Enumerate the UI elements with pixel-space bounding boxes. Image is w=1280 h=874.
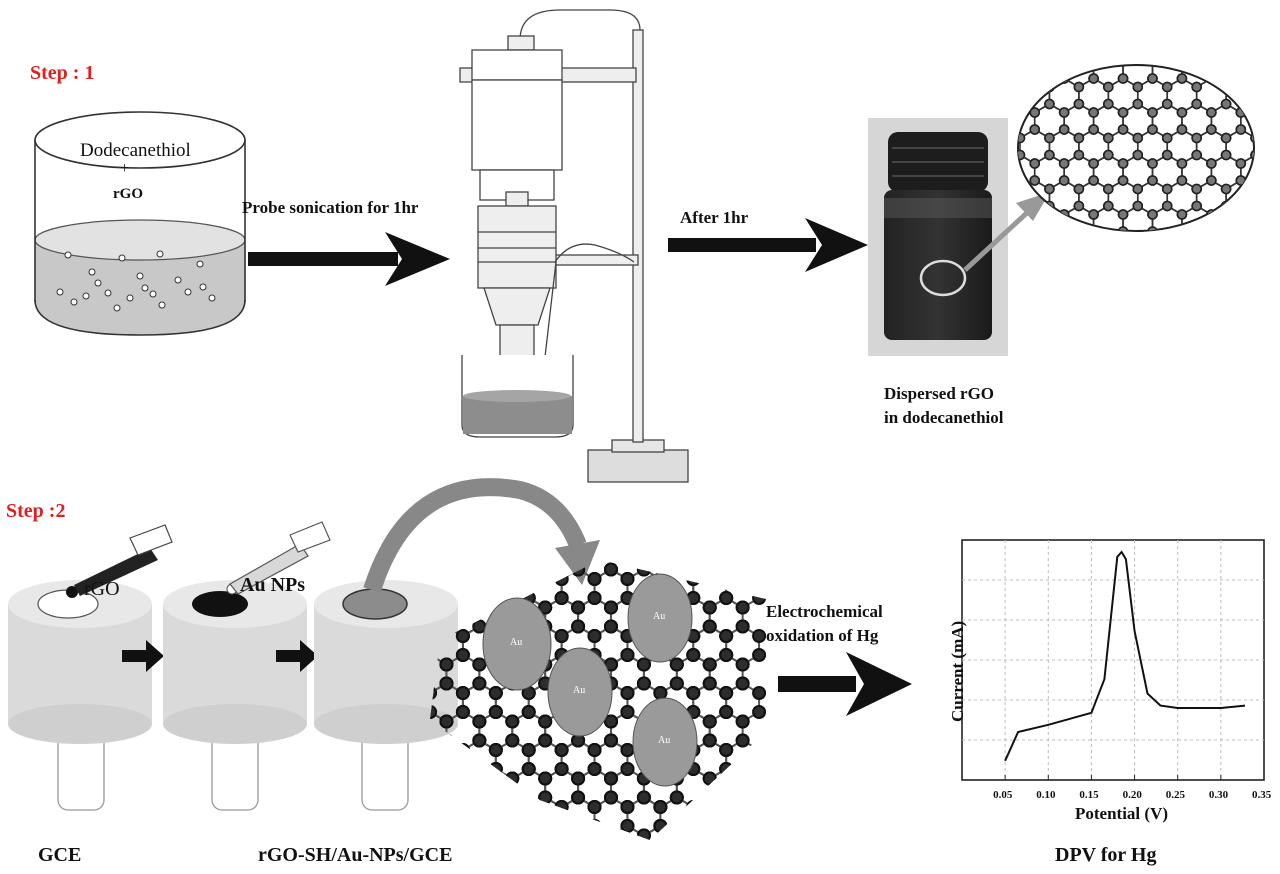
vial-photo: [868, 118, 1008, 356]
dropper-rgo: [74, 524, 173, 596]
beaker-plus: +: [120, 160, 130, 177]
x-tick-label: 0.20: [1122, 789, 1142, 801]
electrode2-drop-label: Au NPs: [240, 574, 306, 596]
au-label: Au: [658, 735, 671, 746]
dropper-au-nps: [229, 521, 331, 595]
magnify-circle: [919, 259, 967, 297]
x-tick-label: 0.05: [993, 789, 1013, 801]
rgo-suspension: [35, 240, 245, 335]
arrow-sonication: [248, 232, 450, 286]
arrow-step2-a: [122, 640, 164, 672]
chart-xlabel: Potential (V): [1075, 804, 1169, 823]
graphene-lattice-zoom: [1017, 64, 1255, 232]
dpv-chart: [961, 539, 1265, 781]
x-tick-label: 0.25: [1165, 789, 1185, 801]
electrode1-drop-label: rGO: [84, 578, 120, 600]
beaker: [34, 111, 246, 336]
au-nanoparticle: [482, 597, 552, 691]
x-tick-label: 0.35: [1252, 789, 1272, 801]
x-tick-label: 0.10: [1036, 789, 1056, 801]
vial-caption-line1: Dispersed rGO: [884, 384, 995, 403]
oxidation-label-line2: oxidation of Hg: [766, 626, 879, 645]
electrode-rgo-modified: [163, 521, 331, 811]
au-label: Au: [573, 685, 586, 696]
caption-gce: GCE: [38, 844, 82, 866]
au-label: Au: [653, 611, 666, 622]
arrow-after-1hr: [668, 218, 868, 272]
x-tick-label: 0.30: [1208, 789, 1229, 801]
step1-title: Step : 1: [30, 62, 95, 84]
beaker-label-dodecanethiol: Dodecanethiol: [80, 140, 191, 161]
graphene-au-lattice: [430, 560, 767, 840]
x-tick-label: 0.15: [1079, 789, 1099, 801]
vial-caption-line2: in dodecanethiol: [884, 408, 1004, 427]
oxidation-label-line1: Electrochemical: [766, 602, 883, 621]
electrode-gce: [8, 524, 173, 811]
rgo-particles: [56, 250, 216, 312]
au-label: Au: [510, 637, 523, 648]
dpv-curve: [1004, 550, 1246, 762]
au-nanoparticle: [632, 697, 698, 787]
electrode-final: [314, 580, 458, 811]
au-nanoparticle: [627, 573, 693, 663]
arrow-step2-b: [276, 640, 318, 672]
arrow-oxidation: [778, 652, 912, 716]
beaker-label-rgo: rGO: [113, 186, 143, 202]
zoom-arrow: [963, 192, 1050, 272]
curved-arrow-zoom: [363, 478, 600, 593]
au-nanoparticle: [547, 647, 613, 737]
caption-dpv: DPV for Hg: [1055, 844, 1157, 866]
caption-modified-electrode: rGO-SH/Au-NPs/GCE: [258, 844, 453, 866]
arrow2-label: After 1hr: [680, 208, 749, 227]
step2-title: Step :2: [6, 500, 66, 522]
arrow1-label: Probe sonication for 1hr: [242, 198, 419, 217]
probe-sonicator: [459, 9, 689, 483]
chart-ylabel: Current (mA): [948, 620, 967, 722]
